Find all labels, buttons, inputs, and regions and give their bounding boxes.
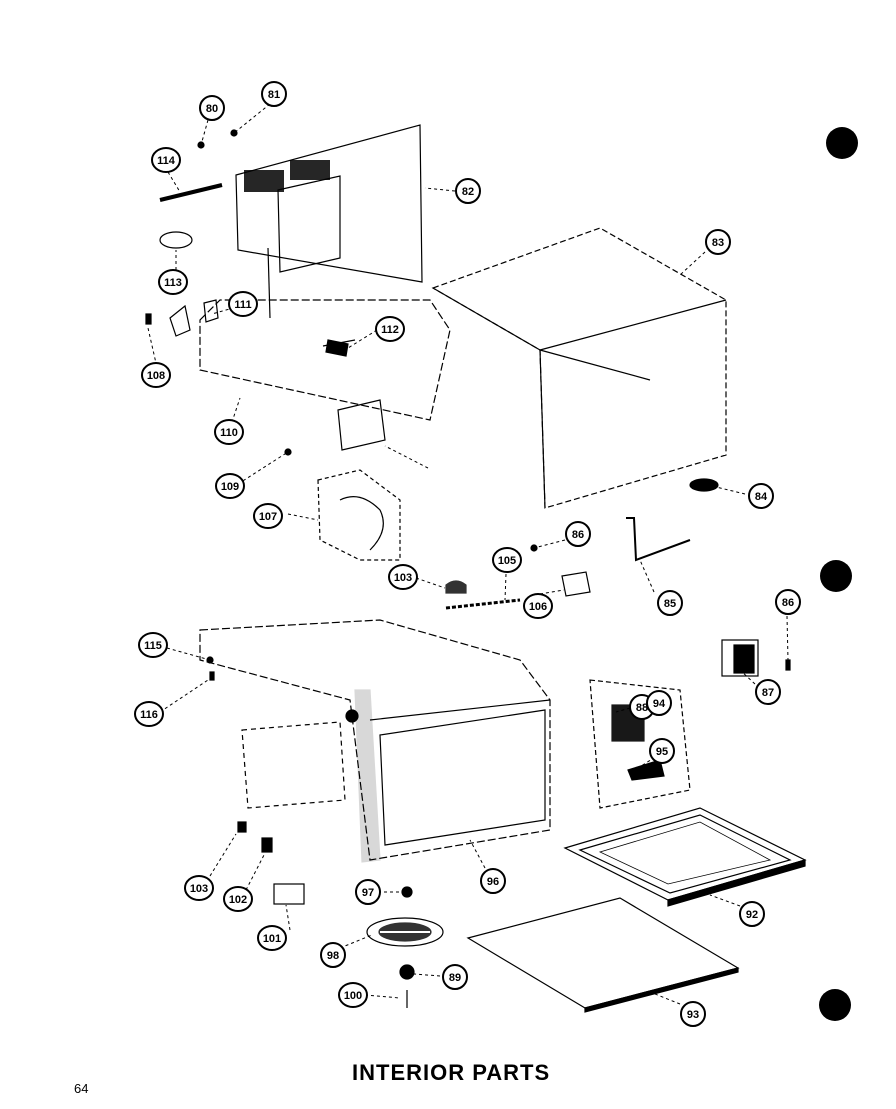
callout-label: 84 — [755, 491, 768, 503]
switch — [721, 639, 759, 677]
callout-label: 97 — [362, 887, 374, 899]
callout-115: 115 — [138, 632, 168, 658]
callouts: 80 81 82 83 84 85 86 86 87 88 89 92 93 9… — [134, 81, 801, 1027]
callout-label: 110 — [220, 427, 238, 439]
base-chassis — [199, 619, 551, 863]
callout-label: 86 — [782, 597, 794, 609]
callout-label: 112 — [381, 324, 399, 336]
callout-label: 103 — [190, 883, 208, 895]
callout-80: 80 — [199, 95, 225, 121]
callout-label: 113 — [164, 277, 182, 289]
callout-label: 87 — [762, 687, 774, 699]
callout-label: 89 — [449, 972, 461, 984]
callout-93: 93 — [680, 1001, 706, 1027]
callout-112: 112 — [375, 316, 405, 342]
callout-82-top: 82 — [455, 178, 481, 204]
callout-label: 86 — [572, 529, 584, 541]
callout-label: 103 — [394, 572, 412, 584]
page-number: 64 — [74, 1081, 89, 1096]
callout-105: 105 — [492, 547, 522, 573]
callout-label: 98 — [327, 950, 339, 962]
callout-102: 102 — [223, 886, 253, 912]
cabinet-wrapper — [431, 227, 727, 509]
callout-label: 108 — [147, 370, 165, 382]
callout-94: 94 — [646, 690, 672, 716]
callout-86-right: 86 — [775, 589, 801, 615]
blower-scroll — [317, 469, 401, 561]
rear-panel — [235, 124, 423, 319]
callout-109: 109 — [215, 473, 245, 499]
callout-label: 85 — [664, 598, 676, 610]
callout-label: 95 — [656, 746, 668, 758]
callout-96: 96 — [480, 868, 506, 894]
callout-107: 107 — [253, 503, 283, 529]
callout-84: 84 — [748, 483, 774, 509]
callout-label: 105 — [498, 555, 516, 567]
small-hardware — [145, 129, 791, 1008]
leader-lines — [147, 103, 789, 1005]
callout-86-upper: 86 — [565, 521, 591, 547]
callout-103-upper: 103 — [388, 564, 418, 590]
callout-103-lower: 103 — [184, 875, 214, 901]
callout-label: 102 — [229, 894, 247, 906]
callout-114: 114 — [151, 147, 181, 173]
callout-label: 80 — [206, 103, 218, 115]
callout-113: 113 — [158, 269, 188, 295]
page-title: INTERIOR PARTS — [352, 1060, 551, 1085]
callout-label: 94 — [653, 698, 666, 710]
callout-label: 107 — [259, 511, 277, 523]
callout-98: 98 — [320, 942, 346, 968]
fan-blade — [366, 917, 444, 947]
callout-label: 111 — [234, 299, 251, 311]
callout-101: 101 — [257, 925, 287, 951]
callout-111: 111 — [228, 291, 258, 317]
callout-label: 106 — [529, 601, 547, 613]
callout-106: 106 — [523, 593, 553, 619]
callout-116: 116 — [134, 701, 164, 727]
callout-label: 115 — [144, 640, 162, 652]
callout-label: 88 — [636, 702, 648, 714]
callout-label: 114 — [157, 155, 176, 167]
callout-label: 82 — [462, 186, 474, 198]
callout-110: 110 — [214, 419, 244, 445]
callout-83-top: 83 — [705, 229, 731, 255]
callout-label: 109 — [221, 481, 239, 493]
callout-label: 100 — [344, 990, 362, 1002]
callout-85: 85 — [657, 590, 683, 616]
callout-92: 92 — [739, 901, 765, 927]
callout-label: 92 — [746, 909, 758, 921]
callout-95: 95 — [649, 738, 675, 764]
callout-81: 81 — [261, 81, 287, 107]
callout-label: 116 — [140, 709, 158, 721]
callout-label: 81 — [268, 89, 280, 101]
control-bracket — [589, 679, 691, 809]
registration-marks — [819, 127, 858, 1021]
callout-label: 93 — [687, 1009, 699, 1021]
callout-87: 87 — [755, 679, 781, 705]
callout-89: 89 — [442, 964, 468, 990]
callout-100: 100 — [338, 982, 368, 1008]
filter-media — [466, 897, 740, 1013]
callout-label: 83 — [712, 237, 724, 249]
callout-108-left: 108 — [141, 362, 171, 388]
callout-label: 101 — [263, 933, 281, 945]
callout-label: 96 — [487, 876, 499, 888]
air-filter — [563, 807, 807, 907]
callout-97: 97 — [355, 879, 381, 905]
